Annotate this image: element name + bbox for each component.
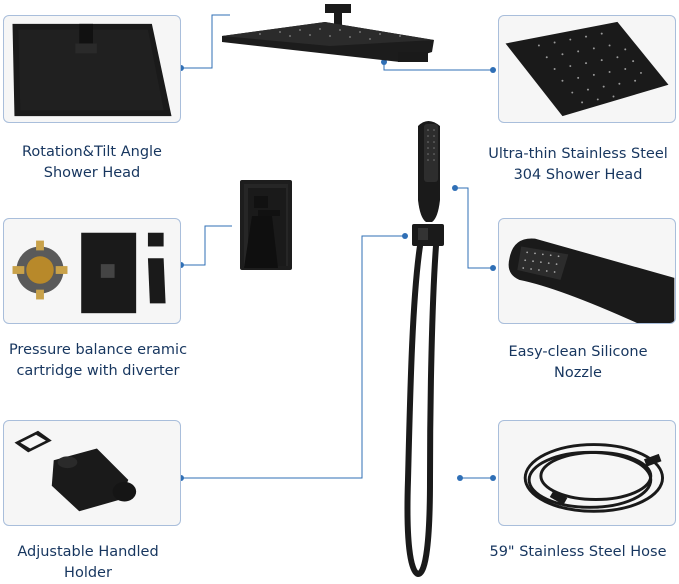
card-rotation-shower-head <box>3 15 181 123</box>
hose <box>404 243 439 578</box>
caption-nozzle: Easy-clean Silicone Nozzle <box>508 344 648 381</box>
diverter-valve-trim <box>240 180 292 270</box>
coiled-hose-image <box>523 443 665 513</box>
caption-hose: 59" Stainless Steel Hose <box>489 544 667 560</box>
connector-ultrathin <box>383 62 493 71</box>
connector-lines <box>181 14 493 479</box>
card-silicone-nozzle <box>498 218 676 324</box>
overhead-shower-head <box>222 4 434 62</box>
nozzle-closeup-image <box>508 238 675 323</box>
card-steel-hose <box>498 420 676 526</box>
connector-dots <box>178 59 496 481</box>
caption-rotation: Rotation&Tilt Angle Shower Head <box>22 144 162 181</box>
shower-head-face-image <box>505 21 669 117</box>
shower-head-front-image <box>12 23 172 117</box>
connector-nozzle <box>455 187 493 269</box>
connector-rotation <box>181 14 230 69</box>
card-pressure-valve <box>3 218 181 324</box>
holder-image <box>14 430 137 512</box>
connector-holder <box>181 235 405 479</box>
caption-holder: Adjustable Handled Holder <box>17 544 159 581</box>
caption-pressure: Pressure balance eramic cartridge with d… <box>8 342 188 379</box>
valve-parts-image <box>12 232 166 314</box>
card-handle-holder <box>3 420 181 526</box>
hand-shower <box>412 121 444 246</box>
connector-pressure <box>181 225 232 266</box>
caption-ultrathin: Ultra-thin Stainless Steel 304 Shower He… <box>488 146 668 183</box>
card-ultrathin-shower-head <box>498 15 676 123</box>
